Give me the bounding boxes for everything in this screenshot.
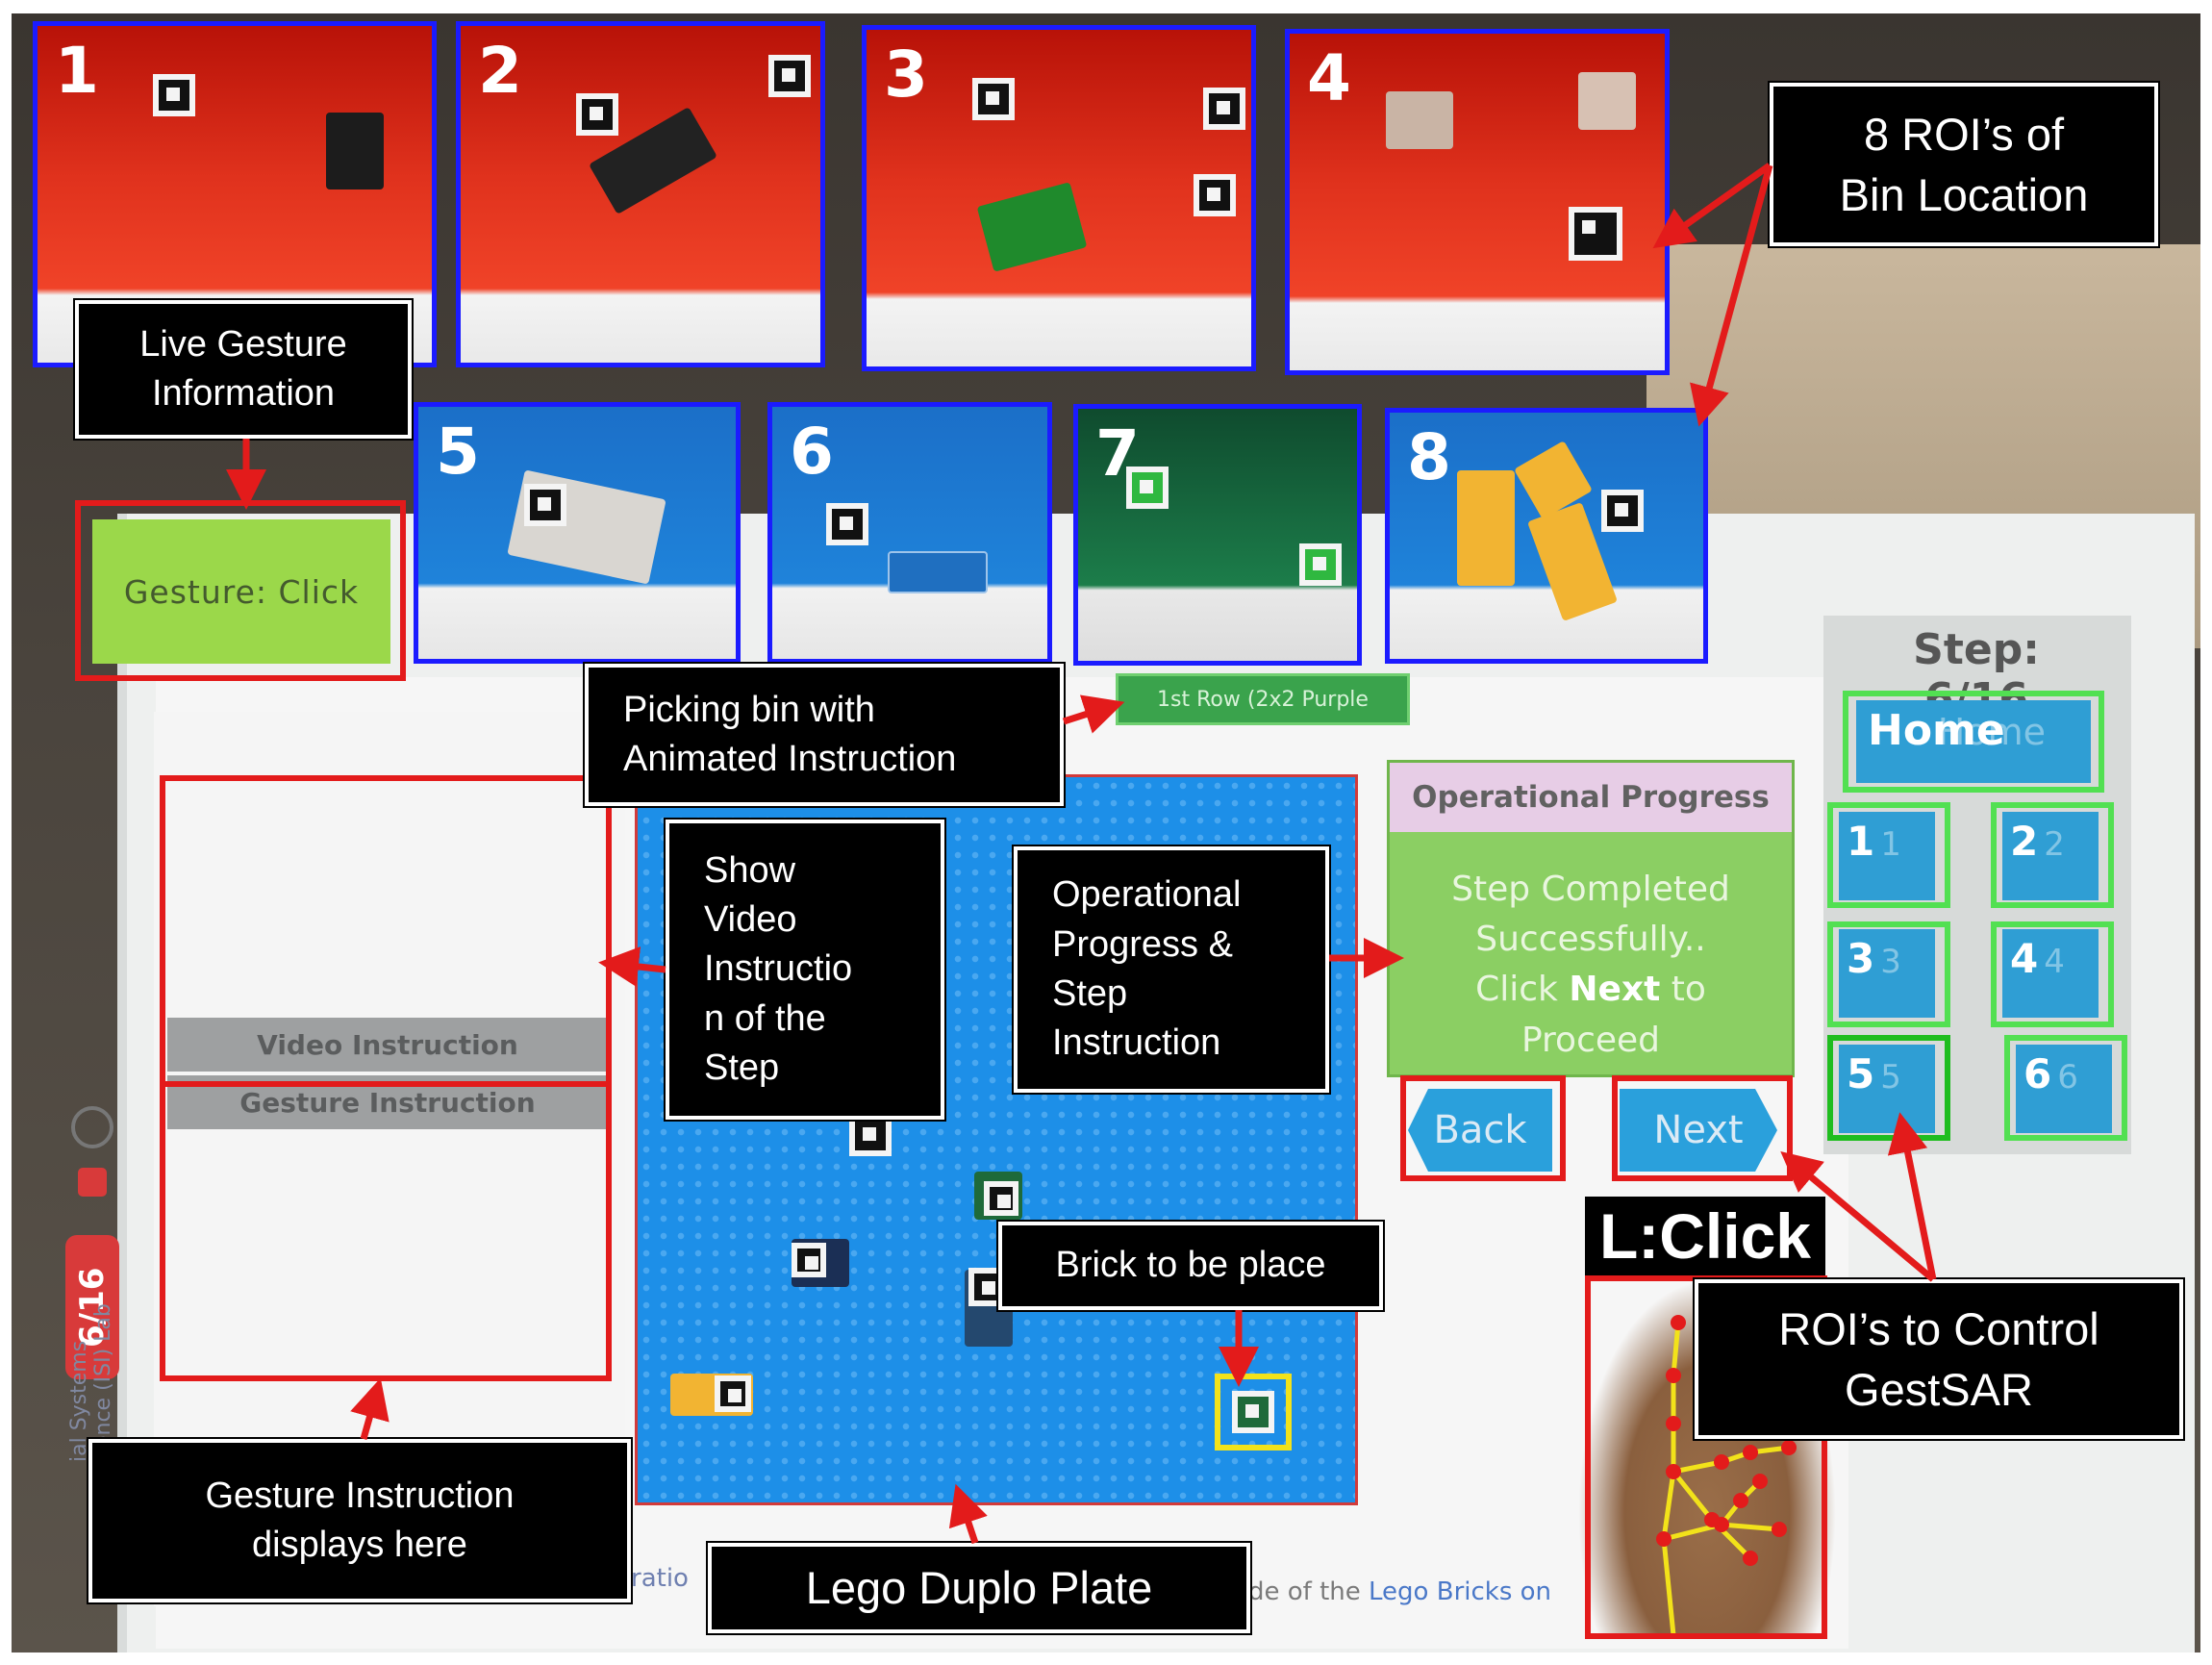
bottom-right-fragment: de of the Lego Bricks on — [1248, 1577, 1552, 1606]
hand-skeleton — [1656, 1315, 1797, 1636]
record-icon — [71, 1106, 113, 1148]
bin-roi-7[interactable]: 7 — [1073, 404, 1362, 666]
operational-progress-message: Step Completed Successfully.. Click Next… — [1451, 870, 1730, 1060]
aruco-marker — [1601, 490, 1644, 532]
bin-number: 6 — [790, 415, 834, 489]
video-instruction-header: Video Instruction — [167, 1018, 608, 1072]
bin-number: 8 — [1407, 420, 1451, 494]
brick — [1578, 72, 1636, 130]
aruco-marker — [1126, 467, 1169, 509]
step-roi-2 — [1991, 802, 2114, 908]
home-roi — [1843, 691, 2104, 793]
operational-progress-header: Operational Progress — [1390, 763, 1792, 832]
gesture-status-text: Gesture: Click — [123, 572, 360, 611]
aruco-marker — [826, 503, 868, 545]
hand-detection-box — [1585, 1275, 1827, 1639]
brick — [1386, 91, 1453, 149]
callout-roi-bins: 8 ROI’s of Bin Location — [1768, 81, 2160, 248]
hand-gesture-label: L:Click — [1585, 1197, 1825, 1275]
next-roi — [1612, 1075, 1793, 1181]
aruco-marker — [524, 484, 566, 526]
row-tag: 1st Row (2x2 Purple — [1116, 673, 1410, 725]
callout-brick-place: Brick to be place — [996, 1220, 1385, 1312]
stop-icon — [78, 1168, 107, 1197]
callout-roi-control: ROI’s to Control GestSAR — [1693, 1277, 2185, 1441]
brick — [326, 113, 384, 189]
next-button[interactable]: Next — [1620, 1089, 1777, 1172]
home-button[interactable]: HomeHome — [1856, 700, 2091, 783]
bin-roi-2[interactable]: 2 — [456, 21, 825, 367]
aruco-marker — [1203, 88, 1245, 130]
aruco-marker — [576, 93, 618, 136]
callout-picking-bin: Picking bin with Animated Instruction — [583, 662, 1066, 808]
bin-number: 5 — [436, 415, 480, 489]
bin-roi-3[interactable]: 3 — [862, 25, 1256, 371]
gesture-status-panel: Gesture: Click — [92, 519, 390, 664]
brick — [1457, 470, 1515, 586]
bin-roi-4[interactable]: 4 — [1285, 29, 1670, 375]
bin-number: 2 — [478, 34, 522, 108]
aruco-marker — [1194, 174, 1236, 216]
aruco-marker — [1232, 1391, 1274, 1433]
aruco-marker — [1569, 207, 1622, 261]
aruco-marker — [984, 1181, 1018, 1216]
aruco-marker — [768, 55, 811, 97]
callout-operational-progress: Operational Progress & Step Instruction — [1012, 845, 1331, 1095]
bin-number: 3 — [884, 38, 928, 112]
step-roi-6 — [2004, 1035, 2127, 1141]
callout-show-video: Show Video Instructio n of the Step — [664, 818, 946, 1122]
step-roi-4 — [1991, 921, 2114, 1027]
aruco-marker — [1299, 543, 1342, 586]
back-button[interactable]: Back — [1408, 1089, 1552, 1172]
bin-roi-6[interactable]: 6 — [767, 402, 1052, 664]
bin-number: 4 — [1307, 41, 1351, 115]
bottom-left-fragment: ratio — [631, 1564, 689, 1593]
bin-roi-8[interactable]: 8 — [1385, 408, 1708, 664]
back-roi — [1400, 1075, 1566, 1181]
bin-number: 1 — [55, 34, 99, 108]
callout-gesture-instruction: Gesture Instruction displays here — [87, 1437, 633, 1604]
brick — [888, 551, 988, 593]
operational-progress-panel: Operational Progress Step Completed Succ… — [1387, 760, 1795, 1077]
aruco-marker — [153, 74, 195, 116]
aruco-marker — [715, 1375, 751, 1412]
bin-roi-5[interactable]: 5 — [414, 402, 741, 664]
callout-lego-plate: Lego Duplo Plate — [706, 1541, 1252, 1635]
side-strip: 6/16 — [63, 1106, 121, 1414]
callout-live-gesture: Live Gesture Information — [73, 298, 414, 441]
step-roi-3 — [1827, 921, 1950, 1027]
aruco-marker — [972, 78, 1015, 120]
step-roi-1 — [1827, 802, 1950, 908]
aruco-marker — [792, 1243, 826, 1277]
